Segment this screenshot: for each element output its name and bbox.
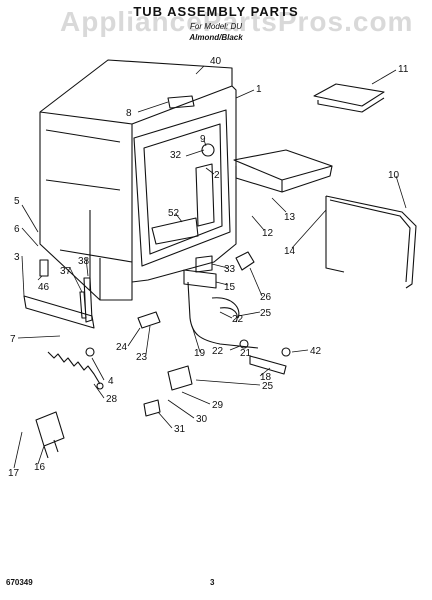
callout-21: 21 — [240, 348, 252, 359]
callout-13: 13 — [284, 212, 296, 223]
callout-28: 28 — [106, 394, 118, 405]
callout-40: 40 — [210, 56, 222, 67]
tub-top-edge — [39, 85, 233, 125]
callout-22-lower: 22 — [212, 346, 224, 357]
callout-8: 8 — [126, 108, 132, 119]
callout-32: 32 — [170, 150, 182, 161]
drain-hose — [187, 281, 259, 349]
hose-end-18 — [249, 355, 287, 375]
callout-31: 31 — [174, 424, 186, 435]
callout-6: 6 — [14, 224, 20, 235]
dispenser-cover — [313, 83, 385, 113]
plate-31 — [143, 399, 161, 417]
callout-7: 7 — [10, 334, 16, 345]
tub-inner-opening — [143, 123, 223, 255]
door-gasket — [325, 195, 417, 289]
bracket-15 — [183, 269, 217, 289]
callout-25-lower: 25 — [262, 381, 274, 392]
callout-30: 30 — [196, 414, 208, 425]
callout-42: 42 — [310, 346, 322, 357]
callout-14: 14 — [284, 246, 296, 257]
callout-4: 4 — [108, 376, 114, 387]
hinge-strut — [79, 277, 93, 323]
tub-base — [59, 249, 133, 300]
callout-46: 46 — [38, 282, 50, 293]
callout-38: 38 — [78, 256, 90, 267]
callout-25-upper: 25 — [260, 308, 272, 319]
bracket-8 — [167, 95, 195, 109]
callout-29: 29 — [212, 400, 224, 411]
callout-19: 19 — [194, 348, 206, 359]
callout-52: 52 — [168, 208, 180, 219]
spring-hook — [96, 382, 104, 390]
callout-16: 16 — [34, 462, 46, 473]
page-title: TUB ASSEMBLY PARTS — [133, 4, 299, 19]
page-number: 3 — [210, 578, 215, 587]
hose-loop — [211, 297, 240, 323]
callout-24: 24 — [116, 342, 128, 353]
callout-11: 11 — [398, 64, 409, 75]
lower-basket — [233, 149, 333, 193]
pump-housing — [195, 163, 215, 227]
callout-3: 3 — [14, 252, 20, 263]
callout-12: 12 — [262, 228, 274, 239]
callout-37: 37 — [60, 266, 72, 277]
tub-side-rib — [45, 129, 121, 290]
callout-2: 2 — [214, 170, 220, 181]
bracket-24 — [137, 311, 161, 329]
lower-spray-arm — [151, 217, 199, 245]
callout-labels: 40 1 11 8 32 9 2 10 5 6 3 52 13 12 14 38… — [8, 56, 409, 479]
bracket-29 — [167, 365, 193, 391]
callout-15: 15 — [224, 282, 236, 293]
part-4 — [85, 347, 95, 357]
part-21 — [239, 339, 249, 349]
callout-1: 1 — [256, 84, 262, 95]
bracket-46 — [39, 259, 49, 277]
model-subtitle: For Model: DU — [189, 22, 242, 31]
float-33 — [195, 255, 213, 273]
tub-front-frame — [133, 109, 231, 267]
document-number: 670349 — [6, 578, 33, 587]
front-plate — [23, 295, 95, 329]
callout-10: 10 — [388, 170, 400, 181]
callout-18: 18 — [260, 372, 272, 383]
door-spring — [47, 351, 101, 385]
callout-33: 33 — [224, 264, 236, 275]
part-42 — [281, 347, 291, 357]
callout-9: 9 — [200, 134, 206, 145]
callout-26: 26 — [260, 292, 272, 303]
color-variant: Almond/Black — [189, 33, 243, 42]
watermark-logo: AppliancePartsPros.com — [60, 6, 414, 37]
callout-5: 5 — [14, 196, 20, 207]
callout-23: 23 — [136, 352, 148, 363]
leader-lines — [13, 65, 407, 469]
callout-22-upper: 22 — [232, 314, 244, 325]
float-switch — [235, 251, 255, 271]
callout-17: 17 — [8, 468, 20, 479]
water-valve — [35, 411, 65, 459]
door-gasket-inner — [329, 199, 411, 283]
spray-nut — [201, 143, 215, 157]
